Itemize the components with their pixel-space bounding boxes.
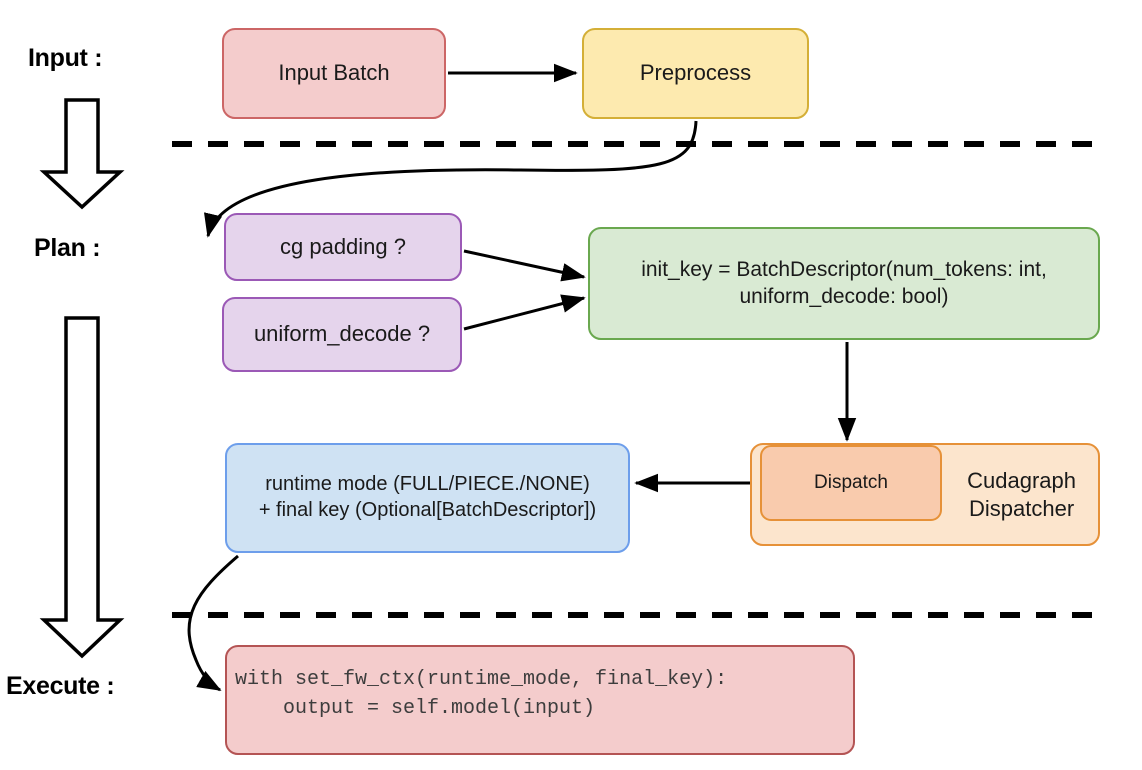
node-init-key-text: init_key = BatchDescriptor(num_tokens: i… <box>641 257 1047 311</box>
node-runtime-mode-line2: + final key (Optional[BatchDescriptor]) <box>258 499 597 521</box>
node-uniform-decode[interactable]: uniform_decode ? <box>222 297 462 372</box>
node-runtime-mode-line1: runtime mode (FULL/PIECE./NONE) <box>265 473 590 496</box>
node-uniform-decode-label: uniform_decode ? <box>253 321 431 347</box>
arrow-uniform-decode-to-init-key <box>463 294 586 331</box>
node-dispatch[interactable]: Dispatch <box>760 445 942 521</box>
node-cg-padding[interactable]: cg padding ? <box>224 213 462 281</box>
node-init-key[interactable]: init_key = BatchDescriptor(num_tokens: i… <box>588 227 1100 340</box>
node-runtime-mode-text: runtime mode (FULL/PIECE./NONE) + final … <box>259 472 596 523</box>
stage-label-plan: Plan : <box>34 234 101 262</box>
node-input-batch[interactable]: Input Batch <box>222 28 446 119</box>
node-preprocess-label: Preprocess <box>639 60 752 86</box>
node-cudagraph-dispatcher-line2: Dispatcher <box>968 496 1075 522</box>
node-input-batch-label: Input Batch <box>278 60 390 86</box>
code-line-2: output = self.model(input) <box>235 697 596 720</box>
node-init-key-line2: uniform_decode: bool) <box>739 284 949 308</box>
stage-label-input: Input : <box>28 44 103 72</box>
node-dispatch-label: Dispatch <box>814 471 888 493</box>
plan-to-execute-big-arrow <box>39 316 125 659</box>
node-preprocess[interactable]: Preprocess <box>582 28 809 119</box>
node-code-block[interactable]: with set_fw_ctx(runtime_mode, final_key)… <box>225 645 855 755</box>
node-init-key-line1: init_key = BatchDescriptor(num_tokens: i… <box>641 257 1047 281</box>
stage-label-execute: Execute : <box>6 672 115 700</box>
node-cudagraph-dispatcher-text: Cudagraph Dispatcher <box>967 467 1076 523</box>
code-line-1: with set_fw_ctx(runtime_mode, final_key)… <box>235 668 728 691</box>
node-runtime-mode[interactable]: runtime mode (FULL/PIECE./NONE) + final … <box>225 443 630 553</box>
node-cudagraph-dispatcher-line1: Cudagraph <box>967 468 1076 493</box>
input-to-plan-big-arrow <box>39 98 125 210</box>
node-cg-padding-label: cg padding ? <box>280 233 406 259</box>
arrow-cg-padding-to-init-key <box>463 249 586 282</box>
